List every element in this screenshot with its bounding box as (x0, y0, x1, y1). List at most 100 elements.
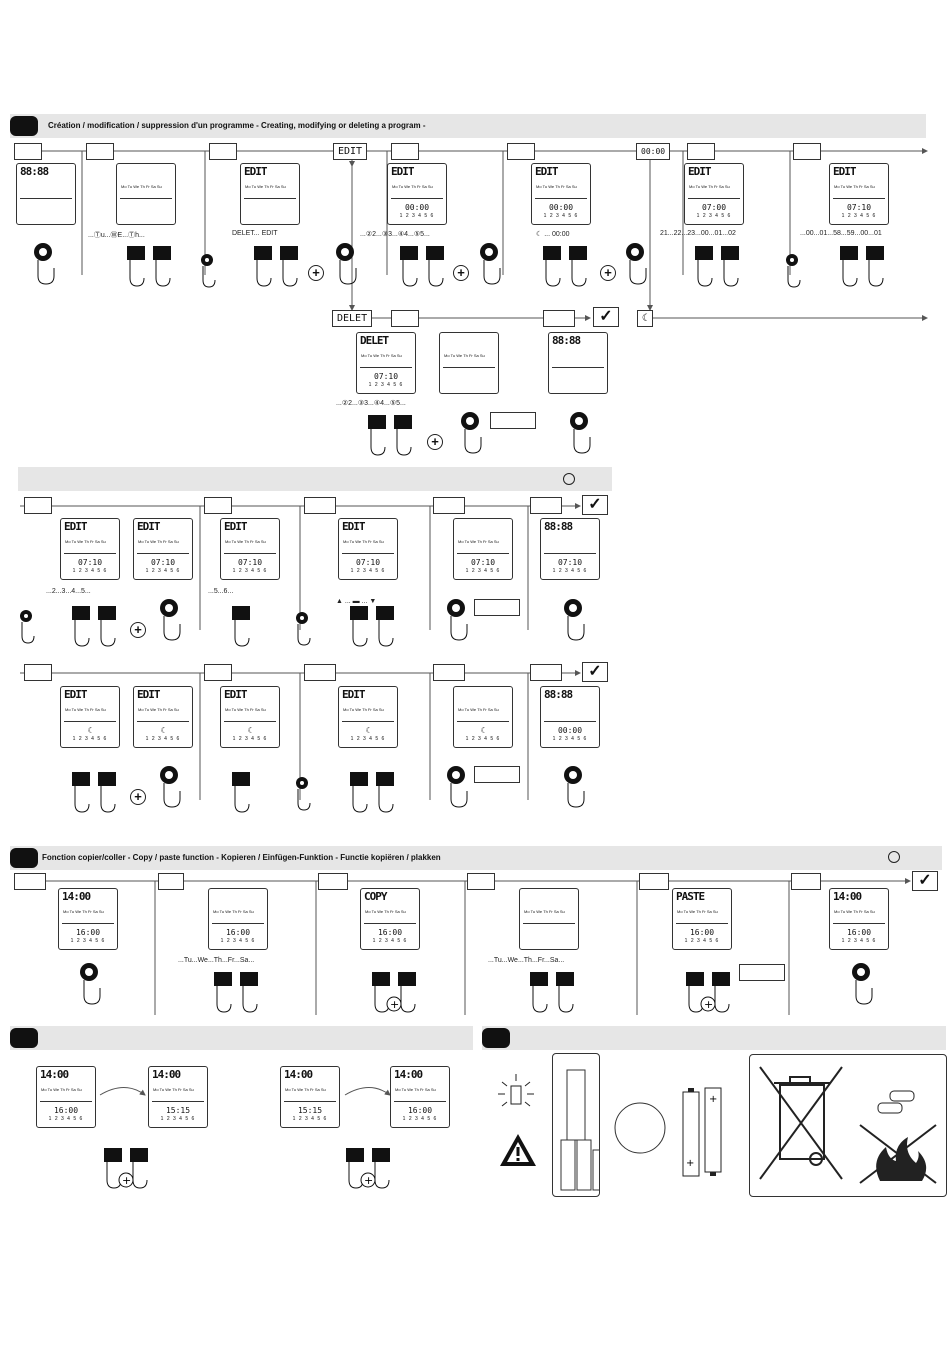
lcd-lower: ☾1 2 3 4 5 6 (64, 721, 116, 744)
press-button-hand-icon[interactable] (332, 242, 358, 288)
lcd-time-big: 14:00 (284, 1068, 313, 1081)
arrow-buttons-hand-icon[interactable] (693, 244, 743, 290)
press-button-hand-icon[interactable] (76, 962, 102, 1008)
arrow-buttons-hand-icon[interactable] (366, 413, 416, 459)
press-button-hand-icon[interactable] (457, 411, 483, 457)
arrow-buttons-hand-icon[interactable] (348, 604, 398, 650)
lcd-time: 16:00 (75, 928, 101, 937)
arrow-buttons-hand-icon[interactable] (212, 970, 262, 1016)
lcd-prog: 1 2 3 4 5 6 (220, 938, 256, 944)
step-box (209, 143, 237, 160)
sequence-text: ☾ ... 00:00 (536, 231, 570, 238)
section-copy-title: Fonction copier/coller - Copy / paste fu… (42, 853, 441, 862)
press-button-hand-icon[interactable] (16, 608, 42, 654)
arrow-buttons-hand-icon[interactable] (398, 244, 448, 290)
arrow-buttons-hand-icon[interactable] (838, 244, 888, 290)
moon-label-box: ☾ (637, 310, 654, 327)
lcd-days: Mo Tu We Th Fr Sa Su (458, 539, 499, 544)
step-box (507, 143, 535, 160)
lcd-lower (552, 367, 604, 390)
lcd-paste-text: PASTE (676, 890, 705, 903)
hold-duration-box (474, 766, 520, 783)
lcd-lower: ☾1 2 3 4 5 6 (137, 721, 189, 744)
arrow-buttons-hand-icon[interactable] (348, 770, 398, 816)
lcd-prog: 1 2 3 4 5 6 (145, 736, 181, 742)
lcd-edit-text: EDIT (535, 165, 558, 178)
arrow-buttons-hand-icon[interactable] (125, 244, 175, 290)
press-button-hand-icon[interactable] (30, 242, 56, 288)
press-button-hand-icon[interactable] (622, 242, 648, 288)
lcd-days: Mo Tu We Th Fr Sa Su (834, 184, 875, 189)
svg-text:+: + (709, 1094, 717, 1105)
lcd-days: Mo Tu We Th Fr Sa Su (689, 184, 730, 189)
lcd-time-big: 14:00 (833, 890, 862, 903)
lcd-edit-text: EDIT (137, 688, 160, 701)
lcd-days: Mo Tu We Th Fr Sa Su (285, 1087, 326, 1092)
press-button-hand-icon[interactable] (476, 242, 502, 288)
lcd-display: Mo Tu We Th Fr Sa Su (439, 332, 499, 394)
lcd-days: Mo Tu We Th Fr Sa Su (153, 1087, 194, 1092)
check-icon: ✓ (912, 871, 938, 891)
lcd-moon: ☾ (365, 726, 371, 735)
arrow-buttons-hand-icon[interactable] (541, 244, 591, 290)
press-button-hand-icon[interactable] (560, 598, 586, 644)
press-button-hand-icon[interactable] (156, 765, 182, 811)
arrow-button-hand-icon[interactable] (230, 604, 256, 650)
arrow-buttons-hand-icon[interactable] (70, 770, 120, 816)
arrow-buttons-hand-icon[interactable] (252, 244, 302, 290)
lcd-display: Mo Tu We Th Fr Sa Su (519, 888, 579, 950)
lcd-days: Mo Tu We Th Fr Sa Su (536, 184, 577, 189)
lcd-edit-text: EDIT (342, 520, 365, 533)
arrow-button-hand-icon[interactable] (230, 770, 256, 816)
lcd-prog: 1 2 3 4 5 6 (552, 568, 588, 574)
paste-buttons-hand-icon[interactable]: + (684, 970, 734, 1016)
battery-pair-icon: ++ (680, 1086, 726, 1178)
holiday-buttons-hand-icon[interactable]: + (344, 1146, 394, 1192)
lcd-days: Mo Tu We Th Fr Sa Su (677, 909, 718, 914)
lcd-days: Mo Tu We Th Fr Sa Su (392, 184, 433, 189)
press-button-hand-icon[interactable] (292, 775, 318, 821)
lcd-time-big: 14:00 (152, 1068, 181, 1081)
press-button-hand-icon[interactable] (197, 252, 223, 298)
press-button-hand-icon[interactable] (443, 765, 469, 811)
step-box (204, 664, 232, 681)
lcd-time: 00:00 (548, 203, 574, 212)
lcd-time: 16:00 (407, 1106, 433, 1115)
holiday-buttons-hand-icon[interactable]: + (102, 1146, 152, 1192)
press-button-hand-icon[interactable] (560, 765, 586, 811)
press-button-hand-icon[interactable] (292, 610, 318, 656)
lcd-prog: 1 2 3 4 5 6 (72, 736, 108, 742)
step-box (433, 664, 465, 681)
copy-buttons-hand-icon[interactable]: + (370, 970, 420, 1016)
press-button-hand-icon[interactable] (848, 962, 874, 1008)
press-button-hand-icon[interactable] (156, 598, 182, 644)
arrow-buttons-hand-icon[interactable] (70, 604, 120, 650)
lcd-time: 07:10 (237, 558, 263, 567)
lcd-time: 16:00 (377, 928, 403, 937)
press-button-hand-icon[interactable] (443, 598, 469, 644)
press-button-hand-icon[interactable] (566, 411, 592, 457)
arrow-buttons-hand-icon[interactable] (528, 970, 578, 1016)
lcd-time: 15:15 (297, 1106, 323, 1115)
press-button-hand-icon[interactable] (782, 252, 808, 298)
lcd-moon: ☾ (160, 726, 166, 735)
lcd-lower: ☾1 2 3 4 5 6 (457, 721, 509, 744)
svg-text:+: + (704, 998, 713, 1011)
step-box (687, 143, 715, 160)
